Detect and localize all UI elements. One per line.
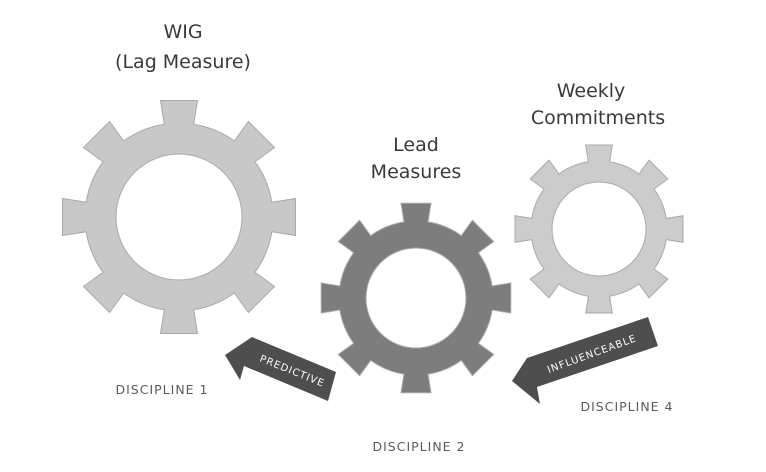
weekly-commitments-gear-title-line-1: Weekly — [557, 80, 626, 102]
lead-measures-gear-shape — [320, 202, 512, 394]
influenceable-arrow: INFLUENCEABLE — [512, 317, 658, 404]
wig-gear-title-line-1: WIG — [163, 21, 202, 43]
weekly-commitments-gear-shape — [514, 144, 684, 314]
weekly-commitments-gear-title-line-2: Commitments — [531, 107, 665, 129]
predictive-arrow: PREDICTIVE — [225, 337, 336, 401]
discipline-4-label: DISCIPLINE 4 — [580, 399, 673, 414]
discipline-1-label: DISCIPLINE 1 — [115, 382, 208, 397]
lead-measures-gear-title-line-1: Lead — [393, 134, 439, 156]
discipline-2-label: DISCIPLINE 2 — [372, 439, 465, 454]
lead-measures-gear: Lead Measures — [320, 134, 512, 394]
predictive-arrow-shape — [225, 337, 336, 401]
influenceable-arrow-shape — [512, 317, 658, 404]
wig-gear-shape — [62, 100, 296, 334]
wig-gear-title-line-2: (Lag Measure) — [115, 51, 251, 73]
weekly-commitments-gear: Weekly Commitments — [514, 80, 684, 314]
wig-gear: WIG (Lag Measure) — [62, 21, 296, 334]
lead-measures-gear-title-line-2: Measures — [371, 161, 462, 183]
